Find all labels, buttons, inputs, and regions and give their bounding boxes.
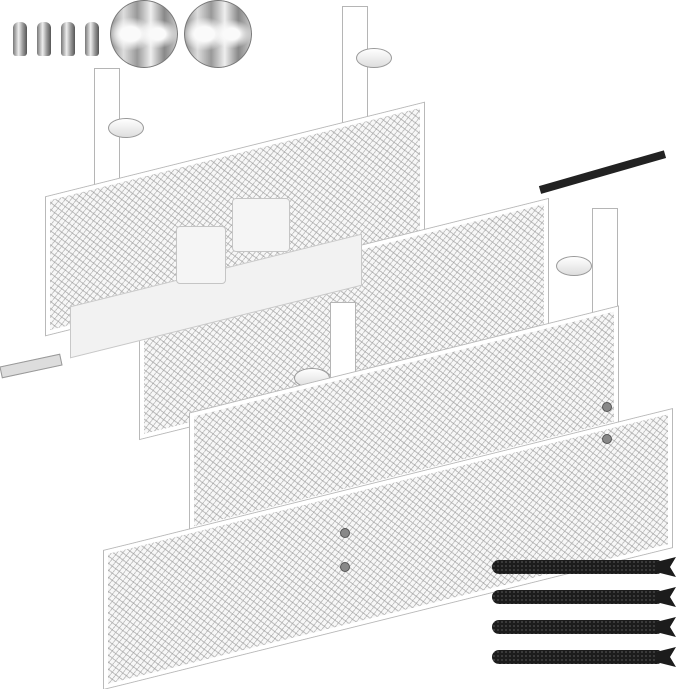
strap-end-icon <box>656 557 676 577</box>
adhesive-disc-icon <box>184 0 252 68</box>
clamp-knob-icon <box>108 118 144 138</box>
power-adapter <box>232 198 290 252</box>
rivet-icon <box>340 528 350 538</box>
cable <box>538 150 667 194</box>
clamp-knob-icon <box>556 256 592 276</box>
rivet-icon <box>340 562 350 572</box>
strap-icon <box>492 590 660 604</box>
rivet-icon <box>602 434 612 444</box>
screw-icon <box>85 22 99 56</box>
rivet-icon <box>602 402 612 412</box>
cable-left <box>0 353 63 379</box>
strap-icon <box>492 560 660 574</box>
strap-end-icon <box>656 647 676 667</box>
power-adapter <box>176 226 226 284</box>
strap-end-icon <box>656 617 676 637</box>
strap-end-icon <box>656 587 676 607</box>
screw-icon <box>61 22 75 56</box>
screw-icon <box>37 22 51 56</box>
screw-icon <box>13 22 27 56</box>
clamp-knob-icon <box>356 48 392 68</box>
strap-icon <box>492 620 660 634</box>
strap-icon <box>492 650 660 664</box>
adhesive-disc-icon <box>110 0 178 68</box>
